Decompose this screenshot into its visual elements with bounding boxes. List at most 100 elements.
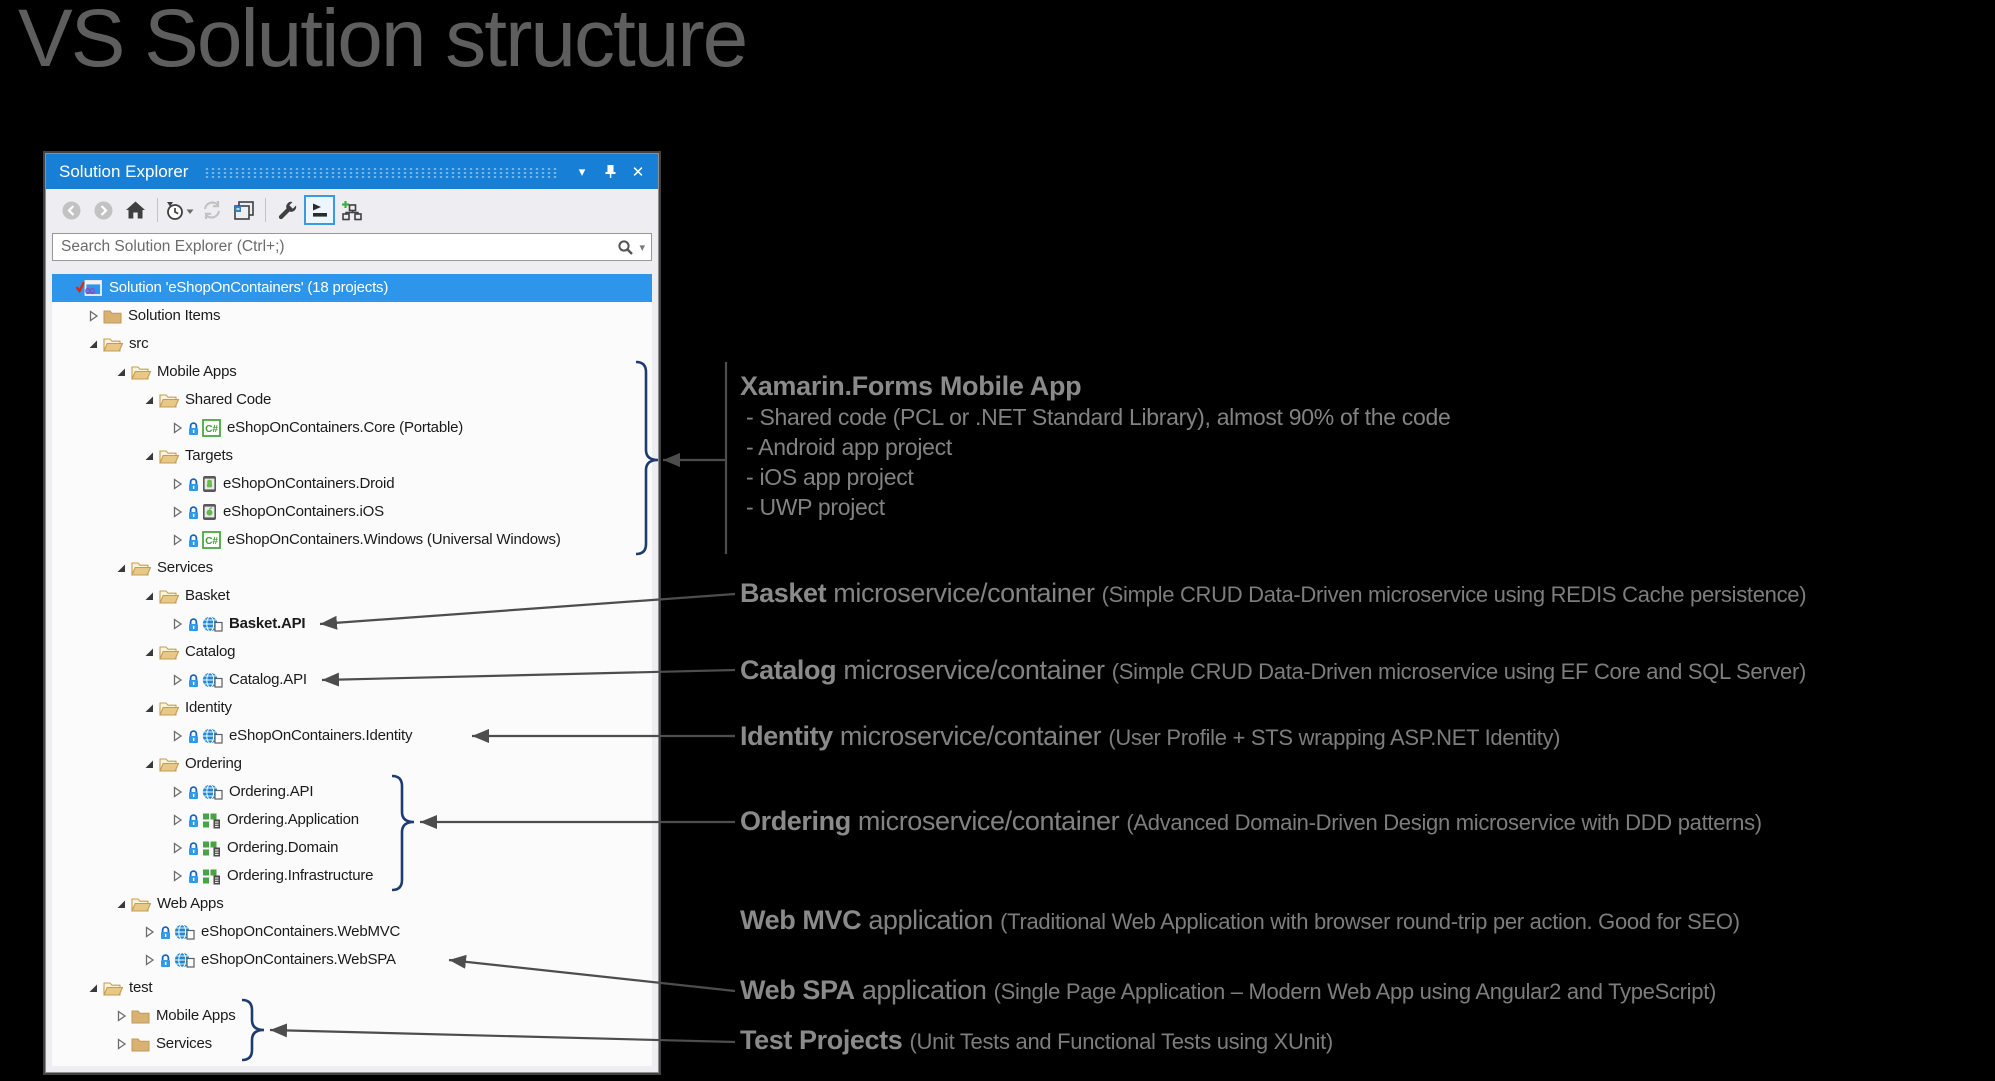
expander-collapsed-icon[interactable] bbox=[170, 533, 187, 547]
toolbar-separator bbox=[157, 198, 158, 222]
tree-item-catalog-api[interactable]: Catalog.API bbox=[52, 666, 652, 694]
expander-collapsed-icon[interactable] bbox=[142, 953, 159, 967]
web-icon bbox=[202, 615, 223, 633]
tree-item-src[interactable]: src bbox=[52, 330, 652, 358]
expander-collapsed-icon[interactable] bbox=[114, 1009, 131, 1023]
lock-icon bbox=[187, 785, 200, 800]
expander-expanded-icon[interactable] bbox=[142, 589, 159, 603]
switch-views-button[interactable] bbox=[164, 195, 195, 225]
tree-item-web-apps[interactable]: Web Apps bbox=[52, 890, 652, 918]
tree-item-services[interactable]: Services bbox=[52, 1030, 652, 1058]
window-position-button[interactable]: ▾ bbox=[578, 163, 586, 179]
tree-item-solution-items[interactable]: Solution Items bbox=[52, 302, 652, 330]
expander-expanded-icon[interactable] bbox=[114, 561, 131, 575]
expander-collapsed-icon[interactable] bbox=[142, 925, 159, 939]
expander-expanded-icon[interactable] bbox=[142, 757, 159, 771]
tree-item-ordering-infrastructure[interactable]: Ordering.Infrastructure bbox=[52, 862, 652, 890]
annotation-bullet: - iOS app project bbox=[746, 464, 914, 490]
search-icon[interactable] bbox=[617, 239, 634, 256]
tree-item-label: eShopOnContainers.iOS bbox=[223, 503, 384, 520]
back-button[interactable] bbox=[56, 195, 87, 225]
tree-item-test[interactable]: test bbox=[52, 974, 652, 1002]
tree-item-label: Shared Code bbox=[185, 391, 272, 408]
tree-item-eshoponcontainers-windows-universal-windows[interactable]: C#eShopOnContainers.Windows (Universal W… bbox=[52, 526, 652, 554]
web-icon bbox=[202, 727, 223, 745]
folder-open-icon bbox=[159, 757, 179, 772]
tree-item-label: Identity bbox=[185, 699, 232, 716]
expander-expanded-icon[interactable] bbox=[142, 393, 159, 407]
search-dropdown-icon[interactable]: ▾ bbox=[639, 241, 645, 254]
annotation-mid: microservice/container bbox=[836, 655, 1112, 685]
auto-hide-pin-button[interactable] bbox=[598, 161, 622, 183]
tree-item-label: Ordering.API bbox=[229, 783, 314, 800]
lock-icon bbox=[187, 841, 200, 856]
lock-icon bbox=[187, 477, 200, 492]
tree-item-eshoponcontainers-identity[interactable]: eShopOnContainers.Identity bbox=[52, 722, 652, 750]
tree-item-label: eShopOnContainers.WebMVC bbox=[201, 923, 401, 940]
annotation-paren: (Simple CRUD Data-Driven microservice us… bbox=[1101, 582, 1807, 607]
tree-item-catalog[interactable]: Catalog bbox=[52, 638, 652, 666]
preview-selected-items-button[interactable] bbox=[304, 195, 335, 225]
expander-collapsed-icon[interactable] bbox=[170, 505, 187, 519]
close-button[interactable]: ✕ bbox=[631, 163, 645, 181]
folder-closed-icon bbox=[103, 309, 122, 324]
web-icon bbox=[174, 923, 195, 941]
expander-collapsed-icon[interactable] bbox=[114, 1037, 131, 1051]
expander-expanded-icon[interactable] bbox=[142, 701, 159, 715]
annotation-paren: (Simple CRUD Data-Driven microservice us… bbox=[1111, 659, 1807, 684]
tree-item-eshoponcontainers-droid[interactable]: eShopOnContainers.Droid bbox=[52, 470, 652, 498]
expander-collapsed-icon[interactable] bbox=[170, 421, 187, 435]
tree-item-eshoponcontainers-ios[interactable]: eShopOnContainers.iOS bbox=[52, 498, 652, 526]
tree-item-eshoponcontainers-webmvc[interactable]: eShopOnContainers.WebMVC bbox=[52, 918, 652, 946]
properties-button[interactable] bbox=[272, 195, 303, 225]
tree-item-services[interactable]: Services bbox=[52, 554, 652, 582]
expander-collapsed-icon[interactable] bbox=[170, 617, 187, 631]
tree-item-identity[interactable]: Identity bbox=[52, 694, 652, 722]
expander-collapsed-icon[interactable] bbox=[170, 869, 187, 883]
expander-collapsed-icon[interactable] bbox=[170, 673, 187, 687]
collapse-all-button[interactable] bbox=[228, 195, 259, 225]
forward-button[interactable] bbox=[88, 195, 119, 225]
folder-open-icon bbox=[159, 589, 179, 604]
tree-item-label: Catalog.API bbox=[229, 671, 307, 688]
csharp-icon: C# bbox=[202, 531, 221, 549]
new-dependency-graph-button[interactable] bbox=[336, 195, 367, 225]
expander-expanded-icon[interactable] bbox=[114, 365, 131, 379]
tree-item-ordering-api[interactable]: Ordering.API bbox=[52, 778, 652, 806]
solution-explorer-panel: Solution Explorer ▾✕ Search Solution Exp… bbox=[45, 153, 659, 1073]
tree-item-ordering-domain[interactable]: Ordering.Domain bbox=[52, 834, 652, 862]
tree-item-basket-api[interactable]: Basket.API bbox=[52, 610, 652, 638]
expander-collapsed-icon[interactable] bbox=[170, 729, 187, 743]
tree-item-ordering[interactable]: Ordering bbox=[52, 750, 652, 778]
expander-expanded-icon[interactable] bbox=[86, 981, 103, 995]
home-button[interactable] bbox=[120, 195, 151, 225]
expander-expanded-icon[interactable] bbox=[86, 337, 103, 351]
tree-item-targets[interactable]: Targets bbox=[52, 442, 652, 470]
panel-titlebar[interactable]: Solution Explorer ▾✕ bbox=[46, 154, 658, 189]
tree-item-label: Ordering.Infrastructure bbox=[227, 867, 374, 884]
annotation-mid: microservice/container bbox=[832, 721, 1109, 751]
sync-with-active-document-button[interactable] bbox=[196, 195, 227, 225]
expander-collapsed-icon[interactable] bbox=[170, 841, 187, 855]
tree-item-mobile-apps[interactable]: Mobile Apps bbox=[52, 358, 652, 386]
lock-icon bbox=[159, 925, 172, 940]
expander-collapsed-icon[interactable] bbox=[170, 813, 187, 827]
tree-item-mobile-apps[interactable]: Mobile Apps bbox=[52, 1002, 652, 1030]
tree-item-basket[interactable]: Basket bbox=[52, 582, 652, 610]
titlebar-grip[interactable] bbox=[204, 167, 558, 178]
search-box[interactable]: Search Solution Explorer (Ctrl+;) ▾ bbox=[52, 233, 652, 261]
tree-item-eshoponcontainers-webspa[interactable]: eShopOnContainers.WebSPA bbox=[52, 946, 652, 974]
annotation-mid: application bbox=[861, 905, 1001, 935]
tree-item-shared-code[interactable]: Shared Code bbox=[52, 386, 652, 414]
expander-collapsed-icon[interactable] bbox=[170, 785, 187, 799]
expander-collapsed-icon[interactable] bbox=[170, 477, 187, 491]
search-input[interactable]: Search Solution Explorer (Ctrl+;) bbox=[61, 238, 285, 255]
expander-expanded-icon[interactable] bbox=[114, 897, 131, 911]
tree-item-solution-eshoponcontainers-18-projects[interactable]: ∞Solution 'eShopOnContainers' (18 projec… bbox=[52, 274, 652, 302]
tree-item-eshoponcontainers-core-portable[interactable]: C#eShopOnContainers.Core (Portable) bbox=[52, 414, 652, 442]
expander-expanded-icon[interactable] bbox=[142, 645, 159, 659]
expander-expanded-icon[interactable] bbox=[142, 449, 159, 463]
expander-collapsed-icon[interactable] bbox=[86, 309, 103, 323]
annotation-lead: Catalog bbox=[740, 655, 837, 685]
tree-item-ordering-application[interactable]: Ordering.Application bbox=[52, 806, 652, 834]
